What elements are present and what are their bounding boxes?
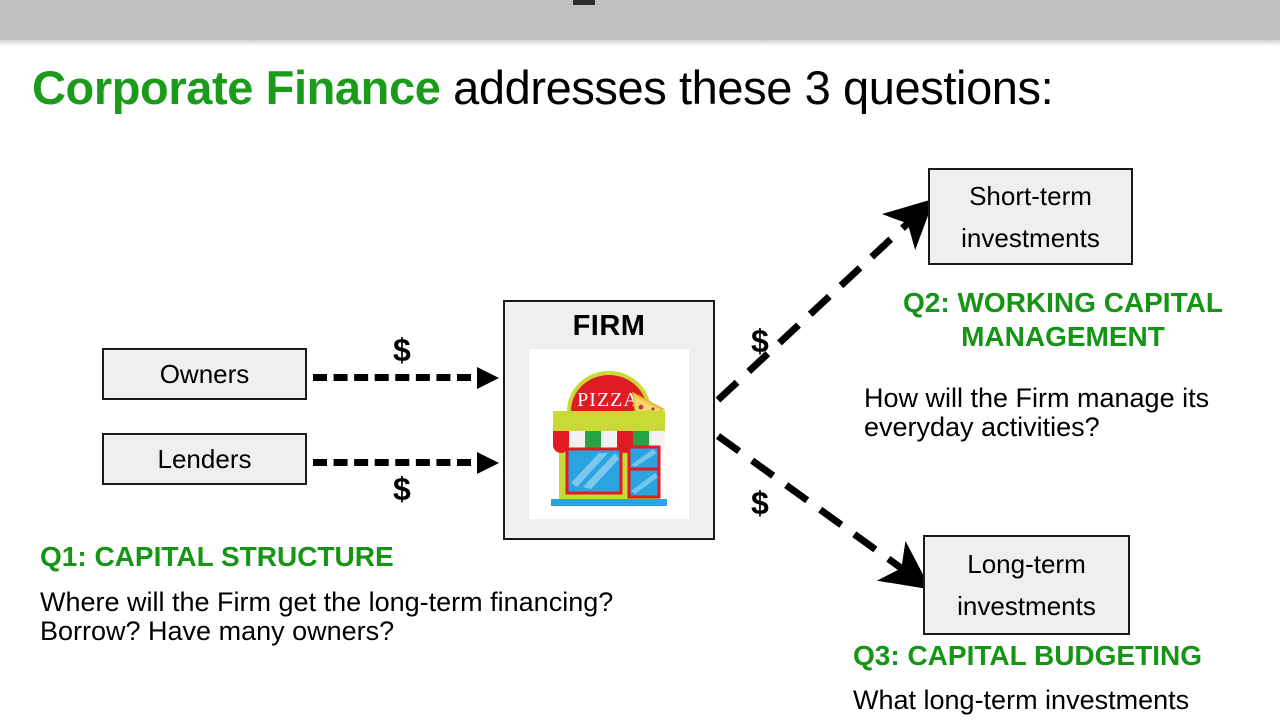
top-chrome-bar [0, 0, 1280, 40]
flow-arrow-lenders-to-firm [313, 459, 471, 466]
node-firm-label: FIRM [572, 310, 646, 342]
node-long-term-investments[interactable]: Long-term investments [923, 535, 1130, 635]
pizza-storefront-icon: PIZZA [529, 349, 689, 519]
node-owners-label: Owners [159, 359, 250, 389]
arrowhead-owners-to-firm-icon [477, 367, 499, 389]
question-1-heading: Q1: CAPITAL STRUCTURE [40, 541, 394, 572]
question-1-body: Where will the Firm get the long-term fi… [40, 587, 614, 646]
question-3-body: What long-term investments [853, 685, 1190, 715]
node-long-term-line1: Long-term [967, 549, 1086, 579]
node-firm[interactable]: FIRM PIZZA [503, 300, 715, 540]
cut-off-toolbar-stub-icon [573, 0, 595, 5]
svg-text:PIZZA: PIZZA [577, 389, 639, 411]
dollar-label-owners: $ [393, 332, 411, 368]
node-short-term-line2: investments [961, 222, 1100, 253]
arrowhead-lenders-to-firm-icon [477, 452, 499, 474]
node-lenders[interactable]: Lenders [102, 433, 307, 485]
dollar-label-long-term: $ [751, 485, 769, 521]
question-2-heading: Q2: WORKING CAPITAL MANAGEMENT [903, 287, 1223, 352]
node-short-term-line1: Short-term [969, 180, 1092, 211]
flow-arrow-firm-to-long-term [715, 433, 931, 590]
top-bar-shadow [0, 40, 1280, 46]
node-lenders-label: Lenders [157, 444, 252, 474]
dollar-label-short-term: $ [751, 323, 769, 359]
dollar-label-lenders: $ [393, 471, 411, 507]
flow-arrow-owners-to-firm [313, 374, 471, 381]
question-2-body: How will the Firm manage its everyday ac… [864, 383, 1210, 442]
node-long-term-line2: investments [957, 591, 1096, 621]
node-owners[interactable]: Owners [102, 348, 307, 400]
page-title: Corporate Finance addresses these 3 ques… [32, 58, 1252, 118]
pizza-shop-illustration: PIZZA [529, 349, 689, 519]
question-3-heading: Q3: CAPITAL BUDGETING [853, 640, 1202, 671]
title-accent-text: Corporate Finance [32, 61, 441, 114]
node-short-term-investments[interactable]: Short-term investments [928, 168, 1133, 265]
title-rest-text: addresses these 3 questions: [440, 61, 1054, 114]
